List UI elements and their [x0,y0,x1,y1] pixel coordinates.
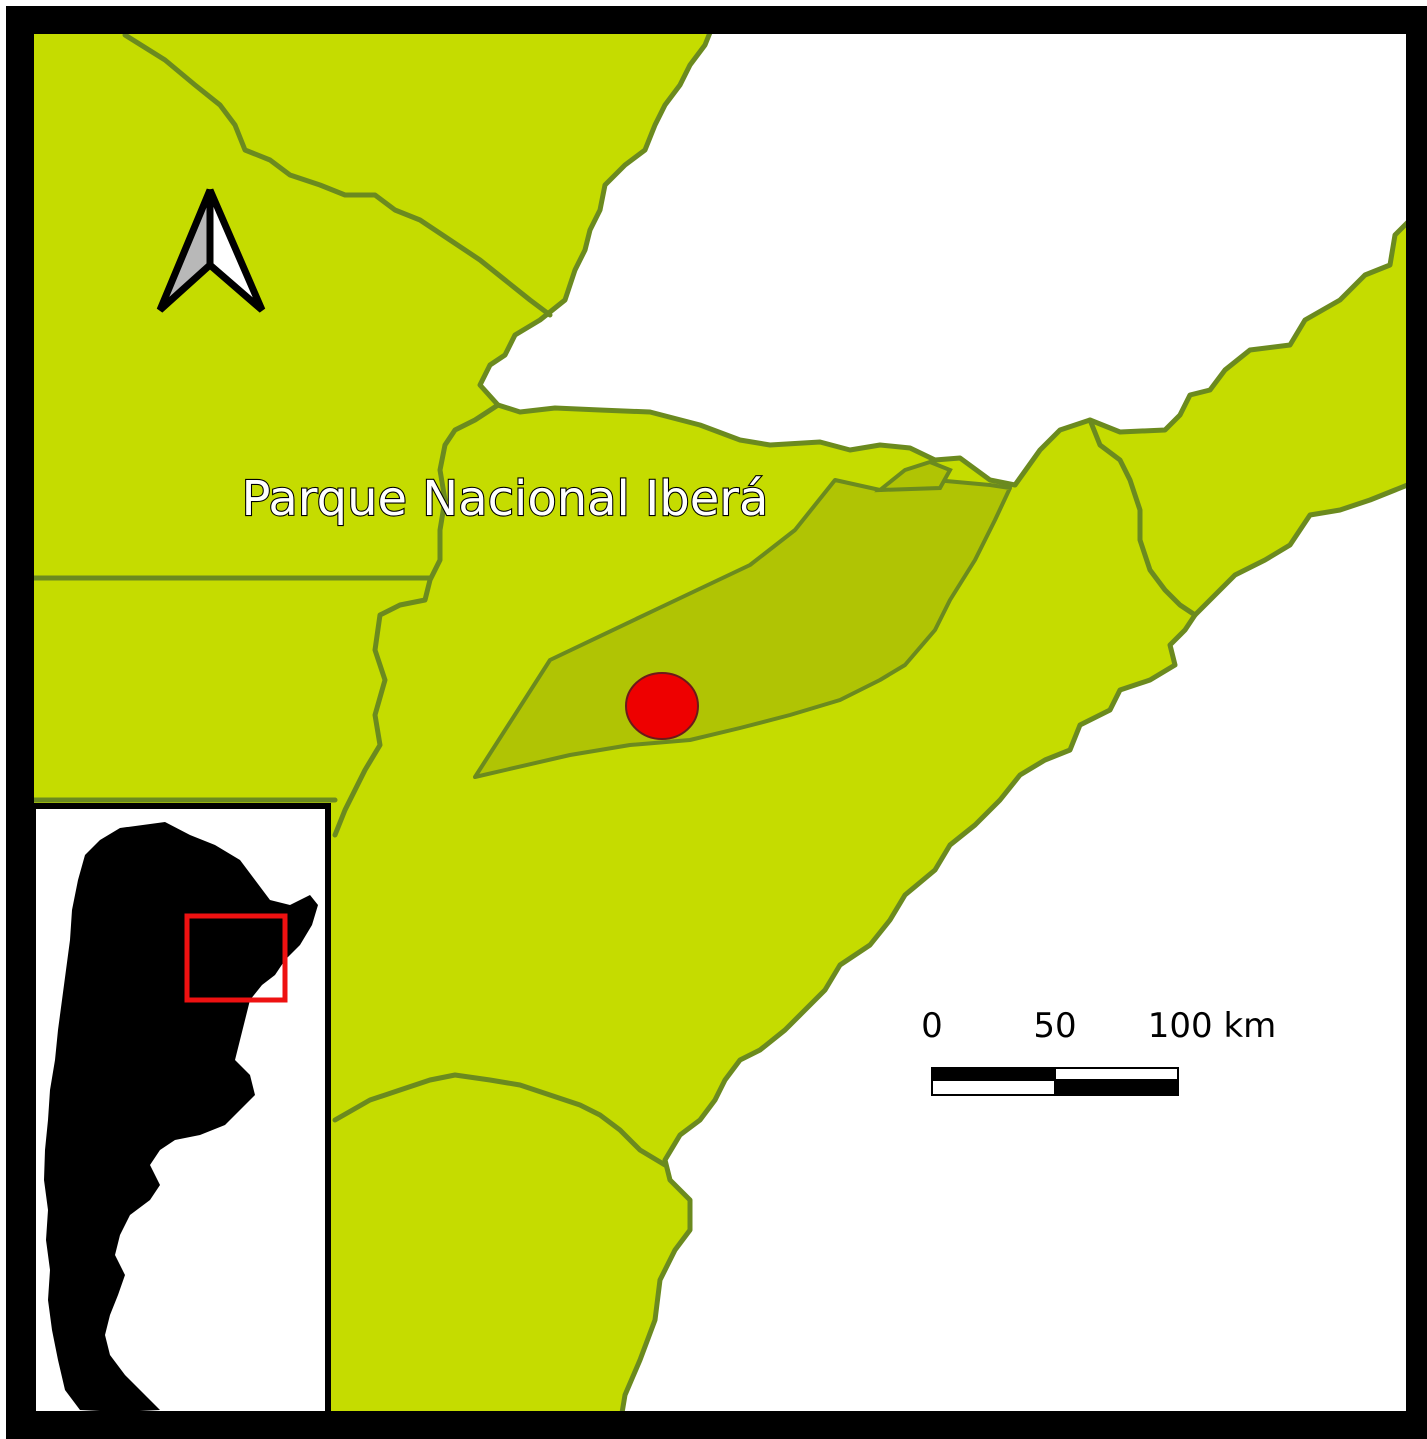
scale-tick-0: 0 [921,1006,943,1046]
inset-country-silhouette [44,822,318,1412]
border-lines [17,32,1198,1168]
park-label: Parque Nacional Iberá [242,471,769,527]
scale-segment-2 [1054,1067,1179,1081]
inset-map [30,803,331,1419]
border-line-south [332,1072,668,1168]
lake-shape [874,459,953,493]
border-line-north [122,32,553,318]
park-polygon [473,478,1012,779]
scale-segment-4 [1054,1079,1179,1096]
scale-segment-1 [931,1067,1056,1081]
map-area: Parque Nacional Iberá 0 50 100 km [17,17,1423,1428]
scale-segment-3 [931,1079,1056,1096]
water-area-southeast [617,477,1423,1428]
map-border [6,6,1427,1439]
scale-tick-100: 100 km [1148,1006,1277,1046]
water-area-north [477,17,1423,488]
scale-tick-50: 50 [1033,1006,1076,1046]
north-arrow-icon [156,188,266,313]
border-line-east [1087,417,1198,618]
scale-bar: 0 50 100 km [921,1006,1277,1096]
site-marker [625,672,699,740]
inset-highlight-box [184,913,288,1003]
border-line-central-west [332,402,501,838]
